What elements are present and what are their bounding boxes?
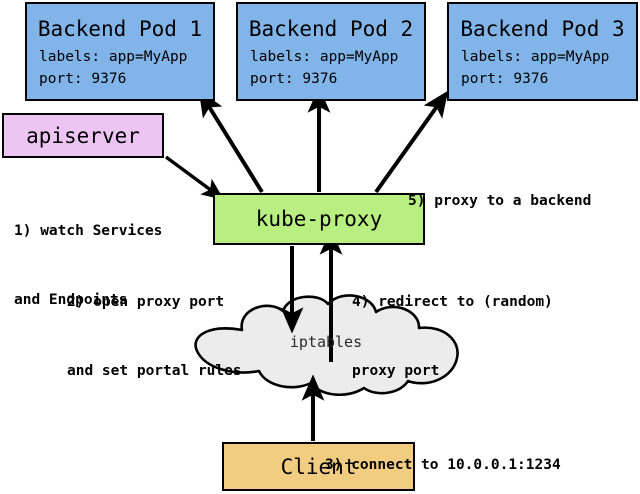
client-node: Client	[222, 442, 415, 491]
edge-label-5: 5) proxy to a backend	[408, 144, 591, 259]
edge-label-4-line-2: proxy port	[352, 363, 440, 379]
edge-label-1: 1) watch Services and Endpoints	[14, 174, 162, 358]
backend-pod-2-node: Backend Pod 2 labels: app=MyApp port: 93…	[236, 2, 426, 101]
backend-pod-2-labels: labels: app=MyApp	[250, 48, 399, 65]
backend-pod-1-port: port: 9376	[39, 70, 127, 87]
edge-label-2: 2) open proxy port and set portal rules	[67, 245, 242, 429]
edge-label-1-line-1: 1) watch Services	[14, 223, 163, 239]
edge-label-4-line-1: 4) redirect to (random)	[352, 294, 553, 310]
backend-pod-3-node: Backend Pod 3 labels: app=MyApp port: 93…	[447, 2, 638, 101]
client-title: Client	[280, 454, 357, 479]
backend-pod-3-title: Backend Pod 3	[460, 16, 625, 41]
edge-kube-proxy-to-pod-1	[198, 90, 264, 194]
backend-pod-2-port: port: 9376	[250, 70, 338, 87]
edge-label-3: 3) connect to 10.0.0.1:1234	[325, 408, 561, 494]
edge-label-4: 4) redirect to (random) proxy port	[352, 245, 553, 429]
backend-pod-3-port: port: 9376	[461, 70, 549, 87]
edge-label-2-line-2: and set portal rules	[67, 363, 242, 379]
kube-proxy-title: kube-proxy	[255, 207, 383, 231]
backend-pod-2-title: Backend Pod 2	[248, 16, 414, 41]
backend-pod-1-node: Backend Pod 1 labels: app=MyApp port: 93…	[25, 2, 215, 101]
backend-pod-1-title: Backend Pod 1	[37, 16, 203, 41]
edge-label-3-line-1: 3) connect to 10.0.0.1:1234	[325, 457, 561, 473]
backend-pod-1-labels: labels: app=MyApp	[39, 48, 188, 65]
iptables-cloud-label: iptables	[289, 333, 363, 351]
apiserver-title: apiserver	[26, 123, 140, 148]
backend-pod-3-labels: labels: app=MyApp	[461, 48, 610, 65]
iptables-cloud	[194, 294, 459, 396]
edge-label-1-line-2: and Endpoints	[14, 292, 128, 308]
edge-kube-proxy-to-pod-3	[374, 90, 449, 194]
kube-proxy-node: kube-proxy	[213, 193, 425, 245]
edge-apiserver-to-kube-proxy	[164, 155, 225, 200]
apiserver-node: apiserver	[2, 113, 164, 158]
edge-label-2-line-1: 2) open proxy port	[67, 294, 225, 310]
edge-label-5-line-1: 5) proxy to a backend	[408, 193, 592, 209]
